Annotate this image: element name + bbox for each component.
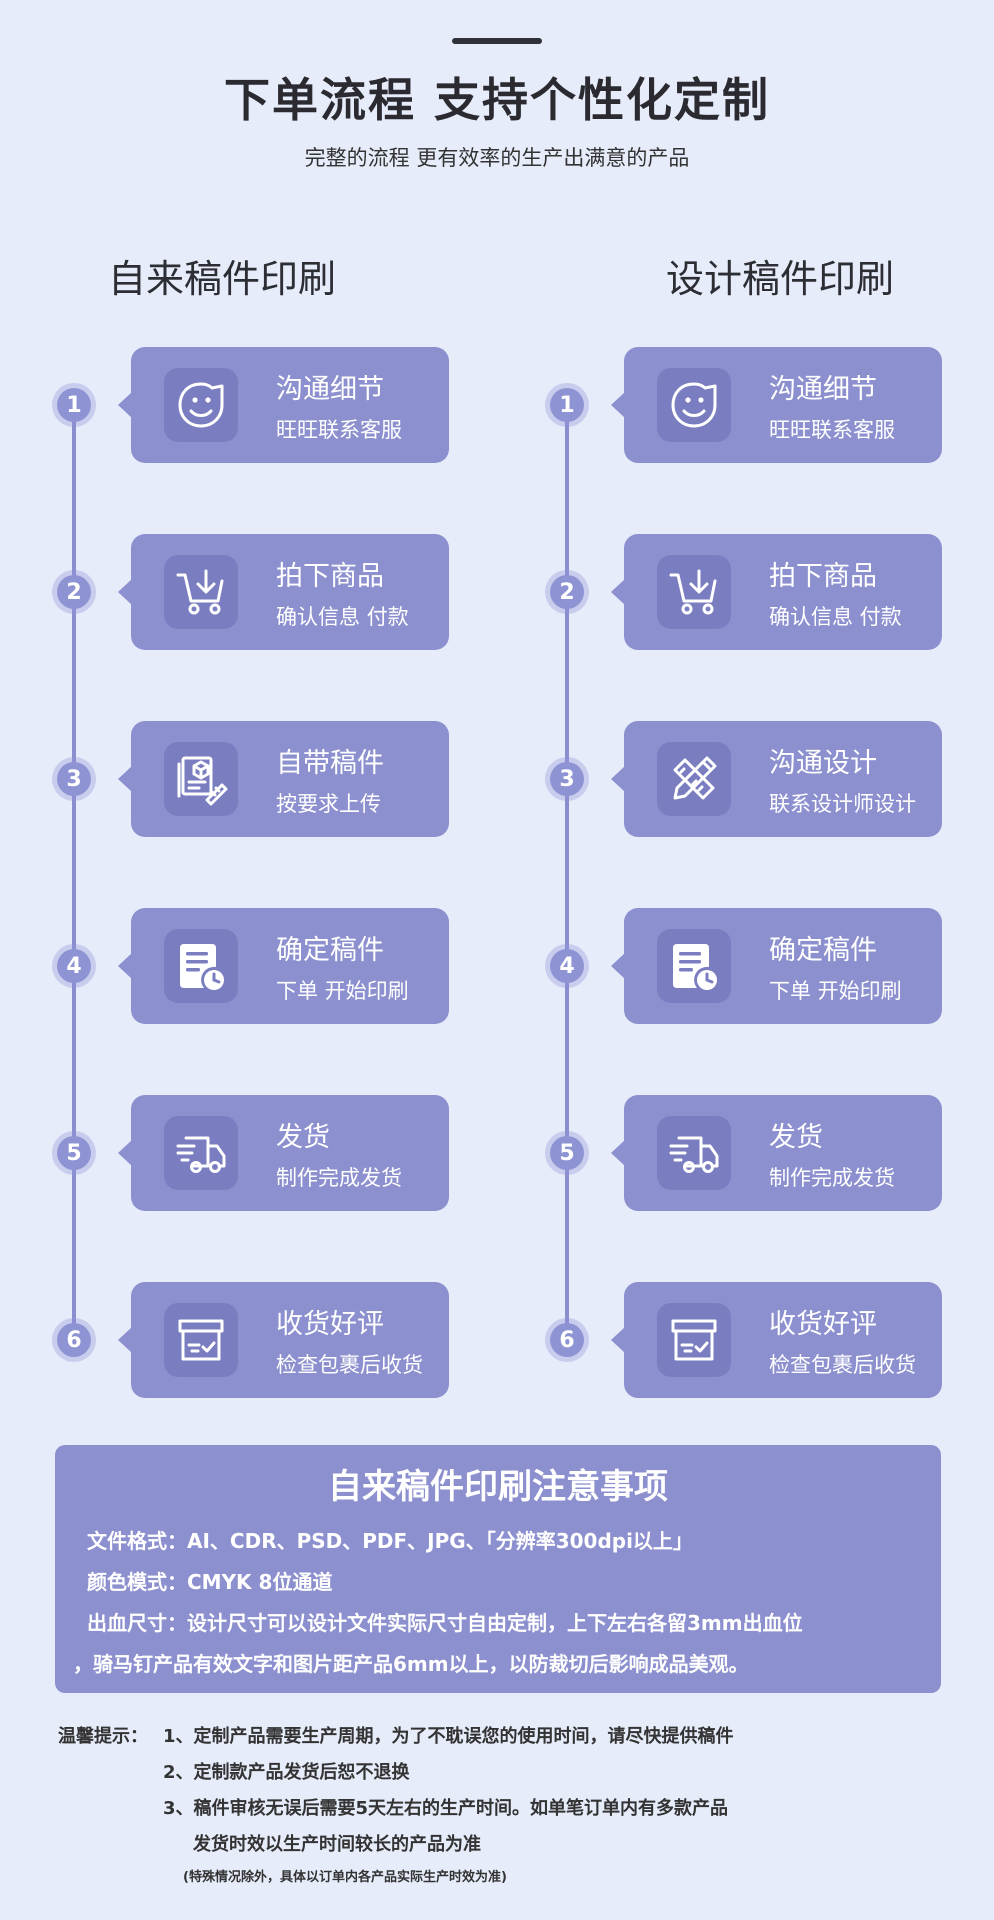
step-title: 收货好评	[276, 1309, 384, 1340]
step-subtitle: 按要求上传	[276, 792, 381, 816]
step-title: 收货好评	[769, 1309, 877, 1340]
tip-item: 1、定制产品需要生产周期，为了不耽误您的使用时间，请尽快提供稿件	[163, 1726, 734, 1747]
step-number: 6	[550, 1323, 584, 1357]
cart-download-icon	[164, 555, 238, 629]
step-card: 收货好评检查包裹后收货	[118, 1282, 449, 1398]
timeline-line	[565, 405, 569, 1340]
note-bleed-size: 出血尺寸：设计尺寸可以设计文件实际尺寸自由定制，上下左右各留3mm出血位	[87, 1611, 803, 1635]
step-card: 自带稿件按要求上传	[118, 721, 449, 837]
step-subtitle: 制作完成发货	[769, 1166, 895, 1190]
tip-item: 3、稿件审核无误后需要5天左右的生产时间。如单笔订单内有多款产品	[163, 1798, 729, 1819]
pencil-ruler-icon	[657, 742, 731, 816]
step-card: 沟通设计联系设计师设计	[611, 721, 942, 837]
step-number: 5	[57, 1136, 91, 1170]
step-title: 发货	[276, 1122, 330, 1153]
step-number: 5	[550, 1136, 584, 1170]
step-number: 1	[57, 388, 91, 422]
step-card: 拍下商品确认信息 付款	[611, 534, 942, 650]
document-clock-icon	[164, 929, 238, 1003]
step-title: 拍下商品	[769, 561, 877, 592]
timeline-line	[72, 405, 76, 1340]
step-card: 拍下商品确认信息 付款	[118, 534, 449, 650]
tip-footnote: (特殊情况除外，具体以订单内各产品实际生产时效为准)	[183, 1870, 507, 1885]
step-subtitle: 联系设计师设计	[769, 792, 916, 816]
step-card: 发货制作完成发货	[611, 1095, 942, 1211]
tip-item: 2、定制款产品发货后恕不退换	[163, 1762, 410, 1783]
page-subtitle: 完整的流程 更有效率的生产出满意的产品	[304, 146, 690, 170]
document-ruler-icon	[164, 742, 238, 816]
package-box-icon	[164, 1303, 238, 1377]
step-title: 确定稿件	[769, 935, 877, 966]
step-card: 沟通细节旺旺联系客服	[118, 347, 449, 463]
step-title: 发货	[769, 1122, 823, 1153]
step-subtitle: 确认信息 付款	[276, 605, 409, 629]
step-number: 2	[57, 575, 91, 609]
step-title: 确定稿件	[276, 935, 384, 966]
step-subtitle: 检查包裹后收货	[276, 1353, 423, 1377]
step-subtitle: 确认信息 付款	[769, 605, 902, 629]
delivery-truck-icon	[164, 1116, 238, 1190]
chat-bubble-icon	[657, 368, 731, 442]
step-card: 确定稿件下单 开始印刷	[118, 908, 449, 1024]
step-title: 自带稿件	[276, 748, 384, 779]
step-subtitle: 检查包裹后收货	[769, 1353, 916, 1377]
step-card: 发货制作完成发货	[118, 1095, 449, 1211]
step-subtitle: 下单 开始印刷	[276, 979, 409, 1003]
notes-panel: 自来稿件印刷注意事项 文件格式：AI、CDR、PSD、PDF、JPG、「分辨率3…	[55, 1445, 941, 1693]
tip-item: 发货时效以生产时间较长的产品为准	[193, 1834, 481, 1855]
step-number: 3	[550, 762, 584, 796]
note-file-format: 文件格式：AI、CDR、PSD、PDF、JPG、「分辨率300dpi以上」	[87, 1529, 693, 1553]
step-number: 6	[57, 1323, 91, 1357]
step-subtitle: 制作完成发货	[276, 1166, 402, 1190]
step-title: 沟通细节	[769, 374, 877, 405]
step-title: 沟通细节	[276, 374, 384, 405]
document-clock-icon	[657, 929, 731, 1003]
notes-title: 自来稿件印刷注意事项	[328, 1467, 668, 1507]
step-subtitle: 下单 开始印刷	[769, 979, 902, 1003]
page-title: 下单流程 支持个性化定制	[223, 73, 770, 127]
step-card: 沟通细节旺旺联系客服	[611, 347, 942, 463]
note-bleed-size-cont: ，骑马钉产品有效文字和图片距产品6mm以上，以防裁切后影响成品美观。	[73, 1652, 749, 1676]
chat-bubble-icon	[164, 368, 238, 442]
top-divider-bar	[452, 38, 542, 44]
column-title: 设计稿件印刷	[665, 257, 894, 301]
step-card: 确定稿件下单 开始印刷	[611, 908, 942, 1024]
step-title: 拍下商品	[276, 561, 384, 592]
step-card: 收货好评检查包裹后收货	[611, 1282, 942, 1398]
tips-label: 温馨提示：	[58, 1726, 148, 1747]
package-box-icon	[657, 1303, 731, 1377]
step-number: 4	[550, 949, 584, 983]
step-subtitle: 旺旺联系客服	[769, 418, 895, 442]
step-number: 1	[550, 388, 584, 422]
step-subtitle: 旺旺联系客服	[276, 418, 402, 442]
note-color-mode: 颜色模式：CMYK 8位通道	[87, 1570, 333, 1594]
step-number: 3	[57, 762, 91, 796]
column-title: 自来稿件印刷	[107, 257, 336, 301]
step-number: 2	[550, 575, 584, 609]
delivery-truck-icon	[657, 1116, 731, 1190]
step-title: 沟通设计	[769, 748, 877, 779]
step-number: 4	[57, 949, 91, 983]
cart-download-icon	[657, 555, 731, 629]
